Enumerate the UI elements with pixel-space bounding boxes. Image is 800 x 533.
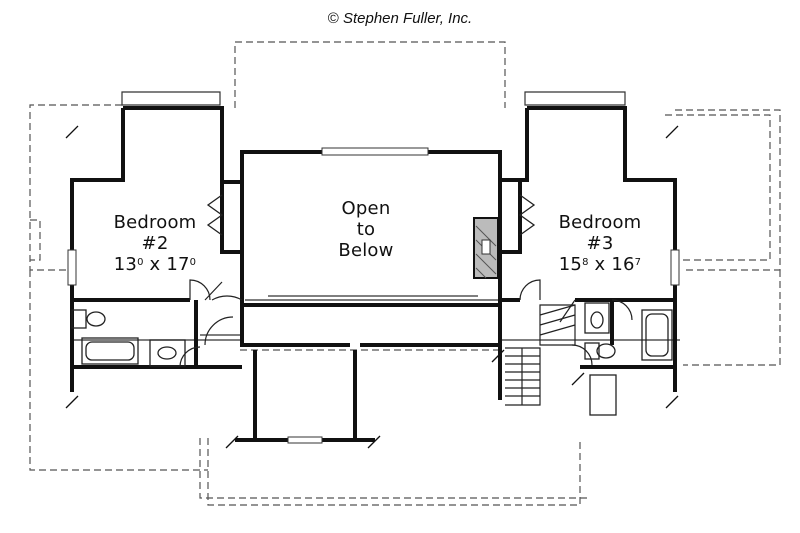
copyright-credit: © Stephen Fuller, Inc. (270, 10, 530, 27)
room-number: #3 (586, 233, 614, 254)
closet-doors (206, 194, 536, 236)
fireplace (473, 217, 499, 279)
copyright-symbol: © (327, 10, 339, 27)
door-swings (179, 279, 633, 368)
room-label-open-to-below: Open to Below (316, 198, 416, 261)
room-name: Bedroom (113, 212, 197, 233)
dashed-roofline (29, 41, 781, 506)
open-line-1: Open (341, 198, 391, 219)
room-dimensions: 130 x 170 (113, 254, 197, 275)
credit-text: Stephen Fuller, Inc. (342, 10, 473, 27)
windows (67, 147, 680, 444)
corner-ticks (65, 125, 679, 449)
open-line-3: Below (338, 240, 394, 261)
open-line-2: to (356, 219, 376, 240)
room-name: Bedroom (558, 212, 642, 233)
room-label-bedroom-2: Bedroom #2 130 x 170 (95, 212, 215, 275)
bath-fixtures (71, 302, 673, 416)
room-label-bedroom-3: Bedroom #3 158 x 167 (540, 212, 660, 275)
staircase (505, 304, 576, 406)
room-dimensions: 158 x 167 (558, 254, 642, 275)
room-number: #2 (141, 233, 169, 254)
